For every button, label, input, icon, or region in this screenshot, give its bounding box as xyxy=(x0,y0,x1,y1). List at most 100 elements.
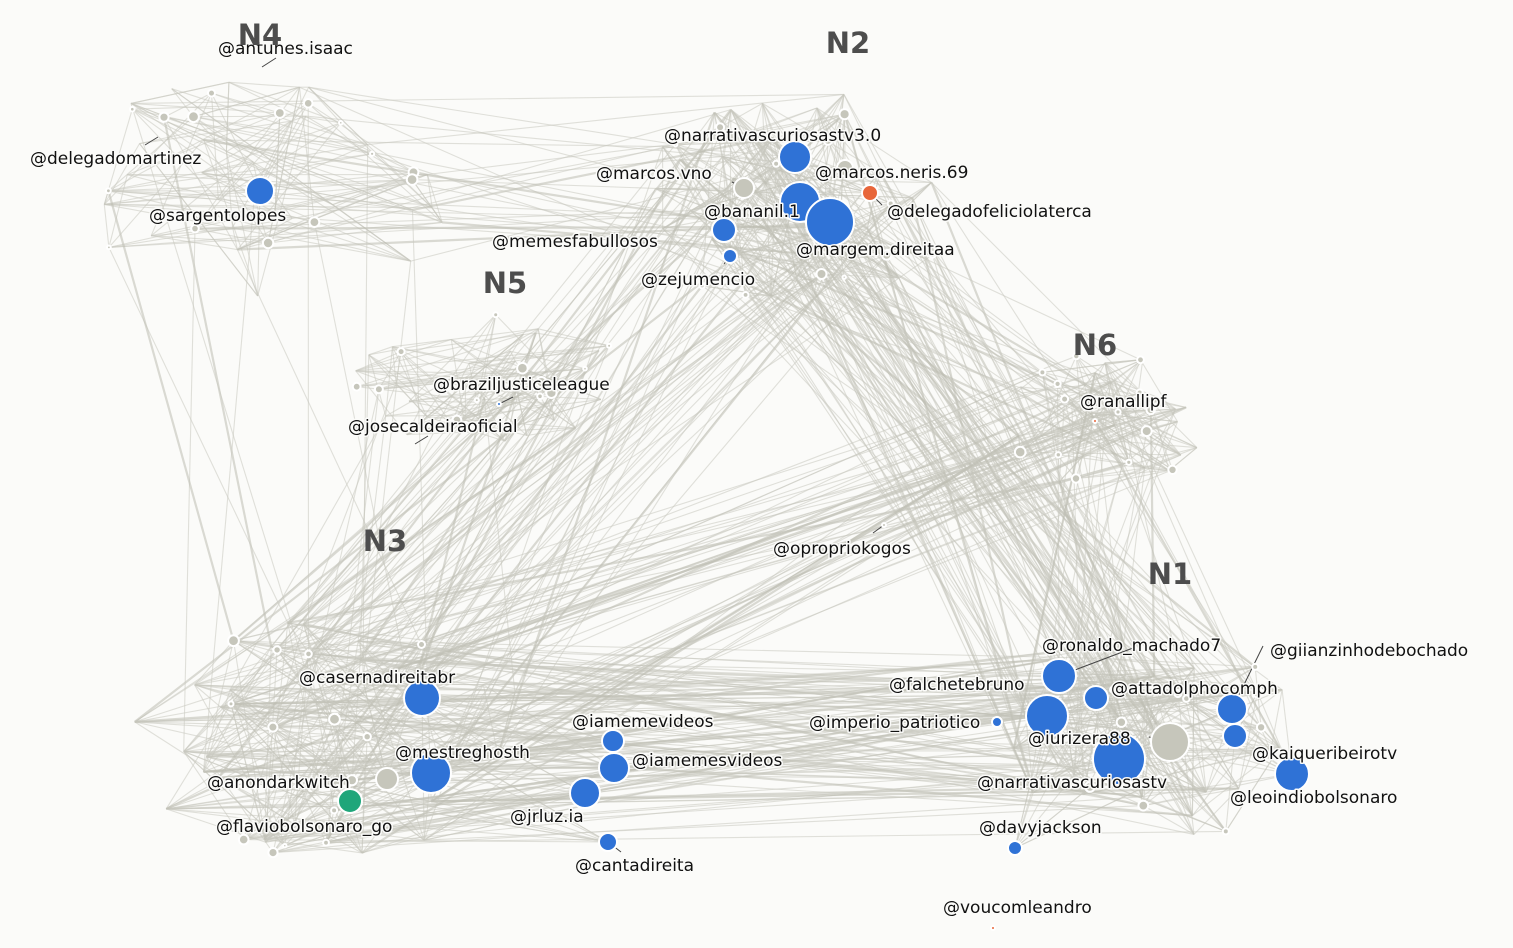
edge xyxy=(127,112,281,176)
edge xyxy=(450,314,497,425)
account-node-imperio_patriotico[interactable] xyxy=(991,716,1003,728)
minor-node xyxy=(741,291,750,299)
edge xyxy=(194,684,1262,728)
edge xyxy=(418,314,497,425)
edge xyxy=(237,143,676,251)
account-node-zejumencio[interactable] xyxy=(722,248,738,264)
minor-node xyxy=(1221,827,1230,836)
account-node-sargentolopes[interactable] xyxy=(245,176,275,206)
edge xyxy=(308,86,841,228)
edge xyxy=(201,172,411,262)
edge xyxy=(362,261,412,681)
minor-node xyxy=(1146,396,1155,405)
edge xyxy=(203,139,663,148)
edge xyxy=(847,222,1193,816)
minor-node xyxy=(1070,473,1082,484)
edge xyxy=(357,253,813,642)
edge xyxy=(183,646,272,752)
edge xyxy=(171,88,814,299)
account-node-attadolphocomph[interactable] xyxy=(1083,685,1109,711)
account-node-ranallipf[interactable] xyxy=(1092,418,1098,424)
minor-node xyxy=(1140,425,1153,438)
account-node-marcosneris[interactable] xyxy=(836,159,854,177)
edge xyxy=(730,109,925,259)
account-node-falchetebruno[interactable] xyxy=(1025,694,1069,738)
minor-node xyxy=(1114,408,1122,416)
edge xyxy=(183,750,335,811)
account-node-davyjackson[interactable] xyxy=(1007,840,1023,856)
edge xyxy=(924,257,1141,361)
edge xyxy=(108,179,413,248)
edge xyxy=(392,346,555,421)
account-node-braziljusticeleague[interactable] xyxy=(496,401,502,407)
edge xyxy=(206,642,1124,758)
account-node-narrativas30[interactable] xyxy=(778,140,812,174)
edge xyxy=(193,116,887,256)
account-node-anondarkwitch[interactable] xyxy=(375,767,399,791)
account-node-kaiqueribeirotv[interactable] xyxy=(1222,723,1248,749)
edge xyxy=(333,406,1187,812)
account-node-jrluzia[interactable] xyxy=(569,777,601,809)
minor-node xyxy=(417,640,426,649)
edge xyxy=(406,409,421,435)
edge xyxy=(424,686,1137,841)
minor-node xyxy=(1145,404,1156,416)
edge xyxy=(515,386,576,429)
edge xyxy=(226,151,253,163)
account-node-flaviobolsonaro_go[interactable] xyxy=(337,788,363,814)
edge xyxy=(392,328,539,348)
edge xyxy=(287,426,577,624)
edge xyxy=(108,174,128,248)
edge xyxy=(722,156,1105,685)
edge xyxy=(431,787,1239,803)
account-node-iurizera88[interactable] xyxy=(1150,722,1190,762)
edge xyxy=(440,408,1176,767)
account-node-opropriokogos[interactable] xyxy=(881,522,887,528)
account-node-memesfabullosos[interactable] xyxy=(711,217,737,243)
account-node-mestreghosth[interactable] xyxy=(410,752,452,794)
account-node-ronaldo_machado7[interactable] xyxy=(1041,658,1077,694)
edge xyxy=(1076,355,1115,382)
account-node-delegadofeliciolaterca[interactable] xyxy=(861,184,879,202)
edge xyxy=(396,381,542,384)
edge xyxy=(220,684,1195,708)
account-label-voucomleandro: @voucomleandro xyxy=(943,898,1092,918)
edge xyxy=(325,159,682,844)
account-node-iamemevideos[interactable] xyxy=(601,729,625,753)
edge xyxy=(1083,455,1125,644)
edge xyxy=(334,715,1026,720)
edge xyxy=(229,415,387,691)
account-node-margemdireitaa[interactable] xyxy=(805,197,855,247)
account-label-bananil: @bananil.1 xyxy=(704,202,800,222)
edge xyxy=(450,350,512,425)
edge xyxy=(367,93,844,146)
edge xyxy=(303,419,555,625)
account-node-casernadireitabr[interactable] xyxy=(403,679,441,717)
edge xyxy=(368,354,452,425)
account-node-leoindiobolsonaro[interactable] xyxy=(1274,756,1310,792)
edge xyxy=(1149,400,1156,677)
edge xyxy=(194,643,422,686)
account-node-marcosvno[interactable] xyxy=(733,177,755,199)
edge xyxy=(752,133,913,199)
edge xyxy=(243,839,609,843)
edge xyxy=(869,192,888,256)
account-node-iamemesvideos[interactable] xyxy=(598,752,630,784)
minor-node xyxy=(880,249,893,261)
account-label-antunes: @antunes.isaac xyxy=(218,39,353,59)
edge xyxy=(392,346,563,385)
edge xyxy=(103,204,110,248)
account-node-narrativascuriosastv[interactable] xyxy=(1092,732,1146,786)
account-node-voucomleandro[interactable] xyxy=(990,925,996,931)
account-node-cantadireita[interactable] xyxy=(598,832,618,852)
minor-node xyxy=(261,236,275,250)
edge xyxy=(410,332,537,700)
edge xyxy=(412,179,913,199)
minor-node xyxy=(606,342,613,349)
edge xyxy=(243,721,1122,841)
cluster-label-n4: N4 xyxy=(238,18,282,52)
edge xyxy=(272,689,1114,728)
minor-node xyxy=(446,419,456,429)
